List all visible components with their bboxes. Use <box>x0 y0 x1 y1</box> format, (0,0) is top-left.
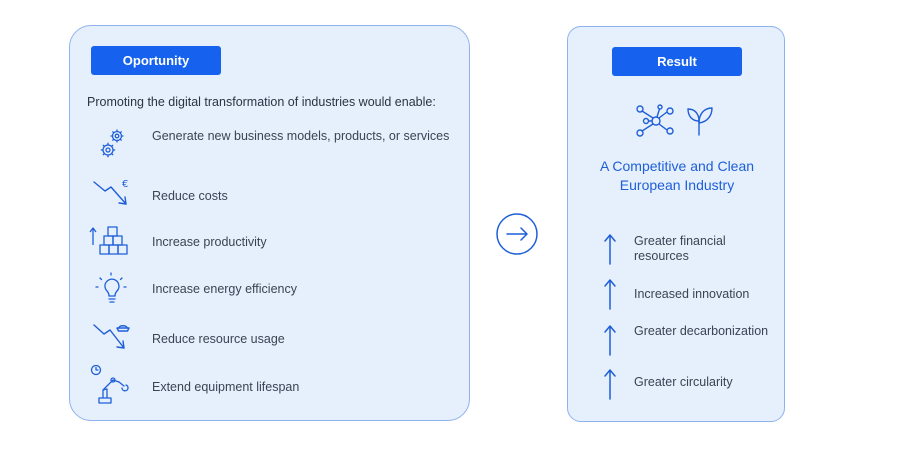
productivity-boxes-icon <box>86 223 136 263</box>
result-panel: Result A Competitive and Clean European … <box>567 26 785 422</box>
resource-down-icon <box>86 318 136 358</box>
network-icon <box>636 104 674 137</box>
cost-down-icon: € <box>86 177 136 217</box>
result-item-label: Greater financial resources <box>634 234 726 263</box>
opportunity-item-label: Generate new business models, products, … <box>152 129 450 143</box>
opportunity-item-label: Extend equipment lifespan <box>152 380 300 394</box>
result-item-label: Greater decarbonization <box>634 324 769 338</box>
lightbulb-icon <box>86 270 136 310</box>
result-headline: A Competitive and Clean European Industr… <box>599 158 755 193</box>
up-arrow-icon <box>602 277 618 313</box>
opportunity-item-label: Reduce costs <box>152 189 228 203</box>
result-item: Increased innovation <box>568 277 786 317</box>
result-item: Greater financial resources <box>568 232 786 272</box>
arrow-right-circle-icon <box>495 212 539 256</box>
opportunity-item: € Reduce costs <box>70 177 470 217</box>
up-arrow-icon <box>602 367 618 403</box>
result-item-label: Increased innovation <box>634 287 750 301</box>
result-item-label: Greater circularity <box>634 375 733 389</box>
opportunity-item: Increase productivity <box>70 223 470 263</box>
opportunity-item: Generate new business models, products, … <box>70 127 470 167</box>
opportunity-item: Extend equipment lifespan <box>70 365 470 405</box>
up-arrow-icon <box>602 232 618 268</box>
svg-text:€: € <box>122 179 128 190</box>
opportunity-item-label: Increase productivity <box>152 235 267 249</box>
result-item: Greater decarbonization <box>568 323 786 363</box>
opportunity-item-label: Increase energy efficiency <box>152 282 297 296</box>
opportunity-item: Increase energy efficiency <box>70 270 470 310</box>
opportunity-panel: Oportunity Promoting the digital transfo… <box>69 25 470 421</box>
robot-arm-clock-icon <box>86 365 136 405</box>
gears-icon <box>86 127 136 167</box>
leaf-icon <box>687 107 713 136</box>
opportunity-item: Reduce resource usage <box>70 318 470 358</box>
opportunity-title: Oportunity <box>91 46 221 75</box>
opportunity-intro: Promoting the digital transformation of … <box>87 95 436 109</box>
opportunity-item-label: Reduce resource usage <box>152 332 285 346</box>
result-icons <box>632 101 722 141</box>
result-title: Result <box>612 47 742 76</box>
result-item: Greater circularity <box>568 367 786 407</box>
up-arrow-icon <box>602 323 618 359</box>
